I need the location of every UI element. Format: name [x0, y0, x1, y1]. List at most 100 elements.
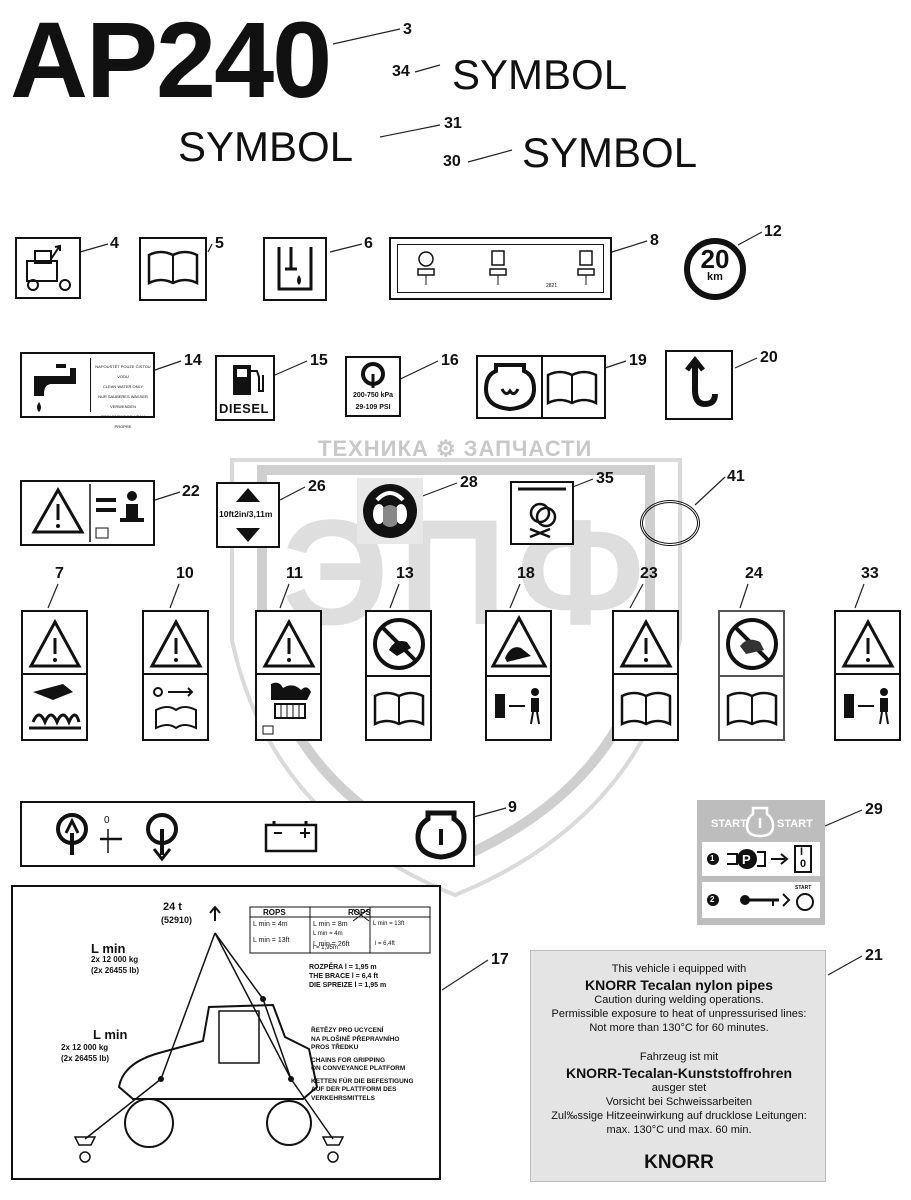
tire-pressure-icon	[361, 362, 385, 388]
label-8-inner: 2821	[397, 244, 604, 293]
start-right-text: START	[777, 818, 813, 830]
callout-5: 5	[215, 235, 224, 252]
symbol-label-30: SYMBOL	[522, 129, 698, 176]
knorr-de-line-4: Zul‰ssige Hitzeeinwirkung auf drucklose …	[551, 1109, 807, 1122]
label-23-warning-manual	[612, 610, 679, 741]
speed-unit: km	[707, 271, 723, 283]
knorr-en-line-1: This vehicle i equipped with	[611, 963, 747, 975]
hot-surface-icons	[23, 618, 86, 730]
label-28-ear-protection	[357, 478, 423, 544]
label-17-lifting-diagram: 24 t (52910) ROPS ROPS L min = 4m L min …	[11, 885, 441, 1180]
brace-line-1: ROZPĚRA l = 1,95 m	[309, 964, 377, 971]
step-1-number: 1	[710, 854, 715, 863]
callout-7: 7	[55, 565, 64, 582]
callout-20: 20	[760, 349, 778, 366]
chains-line-3: PROS TŘEDKU	[311, 1044, 359, 1051]
control-zero: 0	[104, 815, 110, 826]
chains-text: ŘETĚZY PRO UCYCENÍ NA PLOŠINĚ PŘEPRAVNÍH…	[311, 1027, 414, 1103]
knorr-brand: KNORR	[644, 1152, 714, 1173]
chains-line-6: KETTEN FÜR DIE BEFESTIGUNG	[311, 1077, 414, 1085]
symbol-label-34: SYMBOL	[452, 51, 628, 98]
callout-12: 12	[764, 223, 782, 240]
label-11-warning-fan	[255, 610, 322, 741]
label-12-speed-limit: 20 km	[684, 238, 746, 300]
label-7-hot-surface	[21, 610, 88, 741]
knorr-en-line-3: Permissible exposure to heat of unpressu…	[551, 1008, 807, 1020]
label-18-crush-distance	[485, 610, 552, 741]
label-24-prohibition-manual	[718, 610, 785, 741]
rops-cell-8: l = 6,4ft	[375, 941, 395, 947]
rops-cell-3: L min = 4m	[313, 931, 343, 937]
symbol-label-31: SYMBOL	[178, 123, 354, 170]
callout-15: 15	[310, 352, 328, 369]
chains-line-8: VERKEHRSMITTELS	[311, 1094, 375, 1102]
label-9-control-strip: 0	[20, 801, 475, 867]
prohibition-manual-icons	[367, 618, 430, 727]
callout-10: 10	[176, 565, 194, 582]
label-5-manual	[139, 237, 207, 301]
callout-28: 28	[460, 474, 478, 491]
warning-key-icons	[144, 618, 207, 730]
lmin-top-lb: (2x 26455 lb)	[91, 966, 140, 975]
lmin-top-label: L min	[91, 941, 126, 956]
lashing-icon	[518, 487, 566, 539]
callout-17: 17	[491, 951, 509, 968]
callout-9: 9	[508, 799, 517, 816]
callout-18: 18	[517, 565, 535, 582]
knorr-de-line-5: max. 130°C und max. 60 min.	[606, 1123, 752, 1136]
callout-13: 13	[396, 565, 414, 582]
callout-35: 35	[596, 470, 614, 487]
callout-21: 21	[865, 947, 883, 964]
chains-line-1: ŘETĚZY PRO UCYCENÍ	[311, 1027, 384, 1034]
label-33-warning-distance	[834, 610, 901, 741]
switch-o: 0	[800, 858, 807, 870]
lmin-bot-lb: (2x 26455 lb)	[61, 1054, 110, 1063]
service-icons	[417, 250, 595, 285]
warning-book-icons	[614, 618, 677, 727]
chains-line-2: NA PLOŠINĚ PŘEPRAVNÍHO	[311, 1035, 400, 1043]
callout-34: 34	[392, 63, 410, 80]
lifting-diagram-drawing	[73, 905, 431, 1163]
brace-line-2: THE BRACE l = 6,4 ft	[309, 973, 379, 980]
brace-line-3: DIE SPREIZE l = 1,95 m	[309, 982, 387, 989]
water-line-2: CLEAN WATER ONLY	[102, 384, 144, 389]
lmin-top-weight: 2x 12 000 kg	[91, 955, 139, 964]
callout-16: 16	[441, 352, 459, 369]
knorr-en-title: KNORR Tecalan nylon pipes	[585, 976, 773, 993]
label-6-hydraulic-oil	[263, 237, 327, 301]
crush-distance-icons	[487, 614, 550, 725]
rops-cell-5: L min = 13ft	[253, 937, 290, 944]
start-small-text: START	[795, 885, 812, 891]
lmin-bot-label: L min	[93, 1027, 128, 1042]
label-26-height: 10ft2in/3,11m	[216, 482, 280, 548]
label-16-pressure: 200-750 kPa 29-109 PSI	[345, 356, 401, 417]
hook-icon	[685, 355, 718, 408]
rops-cell-4: L min = 13ft	[373, 921, 405, 927]
knorr-en-block: This vehicle i equipped with KNORR Tecal…	[531, 963, 827, 1036]
rops-cell-6: L min = 26ft	[313, 941, 350, 948]
callout-33: 33	[861, 565, 879, 582]
speed-value: 20	[700, 244, 730, 274]
callout-14: 14	[184, 352, 202, 369]
callout-30: 30	[443, 153, 461, 170]
water-text: NAPOUSTĚT POUZE ČISTOU VODU CLEAN WATER …	[94, 362, 152, 432]
knorr-en-line-4: Not more than 130°C for 60 minutes.	[589, 1021, 769, 1034]
label-10-warning-key	[142, 610, 209, 741]
chains-line-5: ON CONVEYANCE PLATFORM	[311, 1065, 406, 1072]
callout-4: 4	[110, 235, 119, 252]
water-tap-icon	[34, 364, 76, 412]
callout-11: 11	[286, 565, 303, 582]
machine-lift-icon	[26, 244, 71, 291]
knorr-de-block: Fahrzeug ist mit KNORR-Tecalan-Kunststof…	[531, 1051, 827, 1137]
chains-line-4: CHAINS FOR GRIPPING	[311, 1056, 386, 1064]
start-left-text: START	[711, 818, 747, 830]
label-21-knorr-panel: This vehicle i equipped with KNORR Tecal…	[530, 950, 826, 1182]
knorr-de-line-3: Vorsicht bei Schweissarbeiten	[605, 1096, 753, 1108]
label-13-no-cleaning-running	[365, 610, 432, 741]
pressure-psi: 29-109 PSI	[355, 404, 391, 411]
warning-fan-icons	[257, 618, 320, 735]
callout-24: 24	[745, 565, 763, 582]
callout-29: 29	[865, 801, 883, 818]
callout-6: 6	[364, 235, 373, 252]
label-15-diesel: DIESEL	[215, 355, 275, 421]
